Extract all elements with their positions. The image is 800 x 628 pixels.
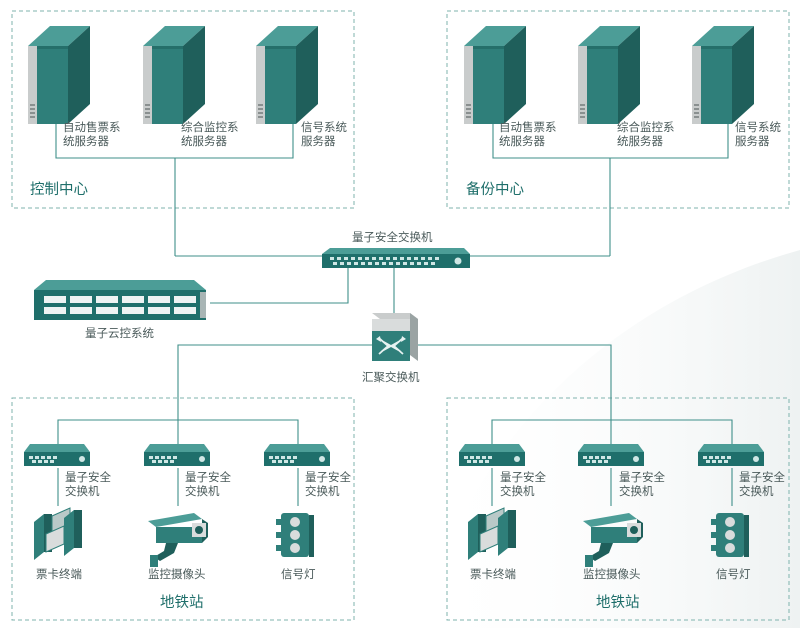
station-switch: 量子安全 交换机 xyxy=(698,444,785,498)
station-right-zone xyxy=(446,397,790,621)
server-label-line2: 统服务器 xyxy=(63,134,109,148)
switch-label-line1: 量子安全 xyxy=(619,470,665,484)
switch-icon xyxy=(322,248,470,268)
station-switch: 量子安全 交换机 xyxy=(264,444,351,498)
traffic-signal-icon xyxy=(711,513,749,557)
station-switch: 量子安全 交换机 xyxy=(578,444,665,498)
connection-lines xyxy=(55,122,733,506)
switch-label-line2: 交换机 xyxy=(500,484,535,498)
backup-server-signal: 信号系统 服务器 xyxy=(692,26,781,148)
station-switch: 量子安全 交换机 xyxy=(459,444,546,498)
server-label-line2: 服务器 xyxy=(735,134,770,148)
aggregation-switch: 汇聚交换机 xyxy=(362,313,420,384)
switch-label-line2: 交换机 xyxy=(305,484,340,498)
device-label-ticket-terminal: 票卡终端 xyxy=(36,567,82,581)
control-center-zone xyxy=(11,10,355,209)
server-icon xyxy=(692,26,754,124)
server-icon xyxy=(464,26,526,124)
switch-label-line1: 量子安全 xyxy=(185,470,231,484)
quantum-cloud-control-system: 量子云控系统 xyxy=(34,280,206,340)
control-center-title: 控制中心 xyxy=(30,181,88,198)
aggregation-switch-icon xyxy=(372,313,418,361)
station-left-zone xyxy=(11,397,355,621)
server-icon xyxy=(28,26,90,124)
control-server-signal: 信号系统 服务器 xyxy=(256,26,347,148)
switch-label-line1: 量子安全 xyxy=(739,470,785,484)
switch-icon xyxy=(459,444,525,466)
server-label-line1: 信号系统 xyxy=(301,120,347,134)
switch-label-line1: 量子安全 xyxy=(65,470,111,484)
switch-label-line2: 交换机 xyxy=(739,484,774,498)
device-label-signal: 信号灯 xyxy=(716,567,751,581)
station-left: 量子安全 交换机 量子安全 交换机 量子安全 交换机 票卡终端 监控摄像头 信号… xyxy=(24,444,351,611)
quantum-switch-label: 量子安全交换机 xyxy=(352,230,433,244)
switch-label-line1: 量子安全 xyxy=(500,470,546,484)
device-label-camera: 监控摄像头 xyxy=(148,567,206,581)
server-label-line1: 自动售票系 xyxy=(63,120,121,134)
switch-icon xyxy=(264,444,330,466)
rack-server-icon xyxy=(34,280,206,320)
switch-icon xyxy=(144,444,210,466)
server-label-line1: 综合监控系 xyxy=(181,120,239,134)
cloud-control-label: 量子云控系统 xyxy=(85,326,154,340)
switch-label-line2: 交换机 xyxy=(619,484,654,498)
server-icon xyxy=(256,26,318,124)
backup-center-title: 备份中心 xyxy=(466,181,524,198)
device-label-ticket-terminal: 票卡终端 xyxy=(470,567,516,581)
switch-icon xyxy=(24,444,90,466)
server-label-line2: 服务器 xyxy=(301,134,336,148)
aggregation-switch-label: 汇聚交换机 xyxy=(362,370,420,384)
quantum-security-switch: 量子安全交换机 xyxy=(322,230,470,268)
station-switch: 量子安全 交换机 xyxy=(144,444,231,498)
server-icon xyxy=(578,26,640,124)
switch-label-line2: 交换机 xyxy=(185,484,220,498)
ticket-gate-icon xyxy=(33,507,83,561)
control-server-monitoring: 综合监控系 统服务器 xyxy=(143,26,239,148)
switch-label-line2: 交换机 xyxy=(65,484,100,498)
camera-icon xyxy=(148,513,208,567)
server-label-line1: 自动售票系 xyxy=(499,120,557,134)
server-label-line2: 统服务器 xyxy=(181,134,227,148)
station-right: 量子安全 交换机 量子安全 交换机 量子安全 交换机 票卡终端 监控摄像头 信号… xyxy=(459,444,785,611)
switch-icon xyxy=(578,444,644,466)
backup-center-zone xyxy=(446,10,790,209)
server-label-line2: 统服务器 xyxy=(499,134,545,148)
server-label-line2: 统服务器 xyxy=(617,134,663,148)
device-label-signal: 信号灯 xyxy=(281,567,316,581)
station-left-title: 地铁站 xyxy=(160,594,204,611)
server-label-line1: 综合监控系 xyxy=(617,120,675,134)
backup-server-ticketing: 自动售票系 统服务器 xyxy=(464,26,557,148)
backup-server-monitoring: 综合监控系 统服务器 xyxy=(578,26,675,148)
server-label-line1: 信号系统 xyxy=(735,120,781,134)
server-icon xyxy=(143,26,205,124)
control-server-ticketing: 自动售票系 统服务器 xyxy=(28,26,121,148)
switch-label-line1: 量子安全 xyxy=(305,470,351,484)
station-switch: 量子安全 交换机 xyxy=(24,444,111,498)
traffic-signal-icon xyxy=(276,513,314,557)
station-right-title: 地铁站 xyxy=(596,594,640,611)
switch-icon xyxy=(698,444,764,466)
device-label-camera: 监控摄像头 xyxy=(583,567,641,581)
